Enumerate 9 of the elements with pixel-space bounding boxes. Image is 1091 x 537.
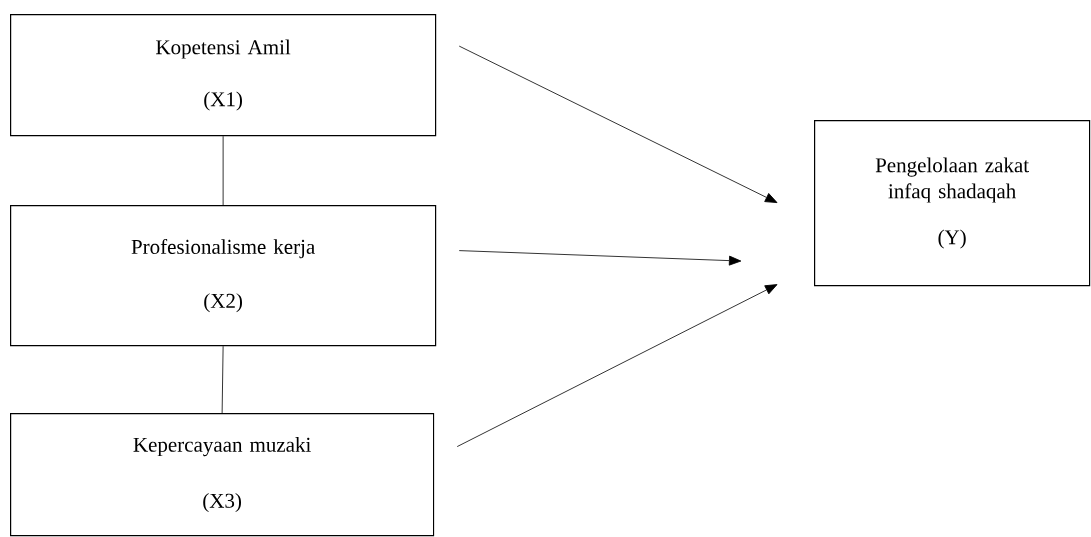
variable-box: Kepercayaan muzaki (X3) [10, 413, 435, 537]
connector-line [222, 135, 224, 206]
variable-box: Kopetensi Amil (X1) [10, 14, 437, 137]
variable-box: Profesionalisme kerja (X2) [10, 205, 437, 347]
arrow [458, 45, 778, 203]
arrow [456, 284, 778, 447]
variable-box: Pengelolaan zakat infaq shadaqah (Y) [814, 120, 1091, 287]
connector-line [221, 345, 224, 414]
arrow [458, 250, 742, 266]
